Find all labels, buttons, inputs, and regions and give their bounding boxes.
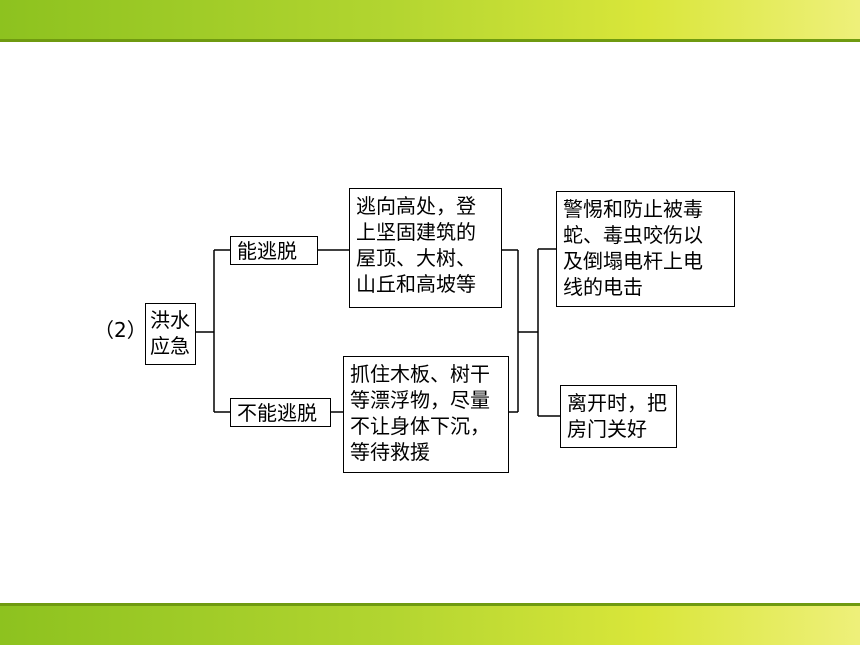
- branch-escape-label: 能逃脱: [230, 236, 318, 265]
- bottom-banner-line: [0, 603, 860, 606]
- branch-no-escape-label: 不能逃脱: [230, 398, 331, 427]
- result-box-close-door: 离开时，把 房门关好: [560, 385, 677, 448]
- no-escape-action-box: 抓住木板、树干 等漂浮物，尽量 不让身体下沉， 等待救援: [343, 356, 509, 473]
- item-number: （2）: [94, 318, 147, 342]
- top-banner: [0, 0, 860, 42]
- root-node: 洪水 应急: [145, 303, 196, 365]
- top-banner-line: [0, 39, 860, 42]
- bottom-banner: [0, 603, 860, 645]
- escape-action-box: 逃向高处，登 上坚固建筑的 屋顶、大树、 山丘和高坡等: [349, 188, 502, 308]
- result-box-caution: 警惕和防止被毒 蛇、毒虫咬伤以 及倒塌电杆上电 线的电击: [556, 191, 735, 307]
